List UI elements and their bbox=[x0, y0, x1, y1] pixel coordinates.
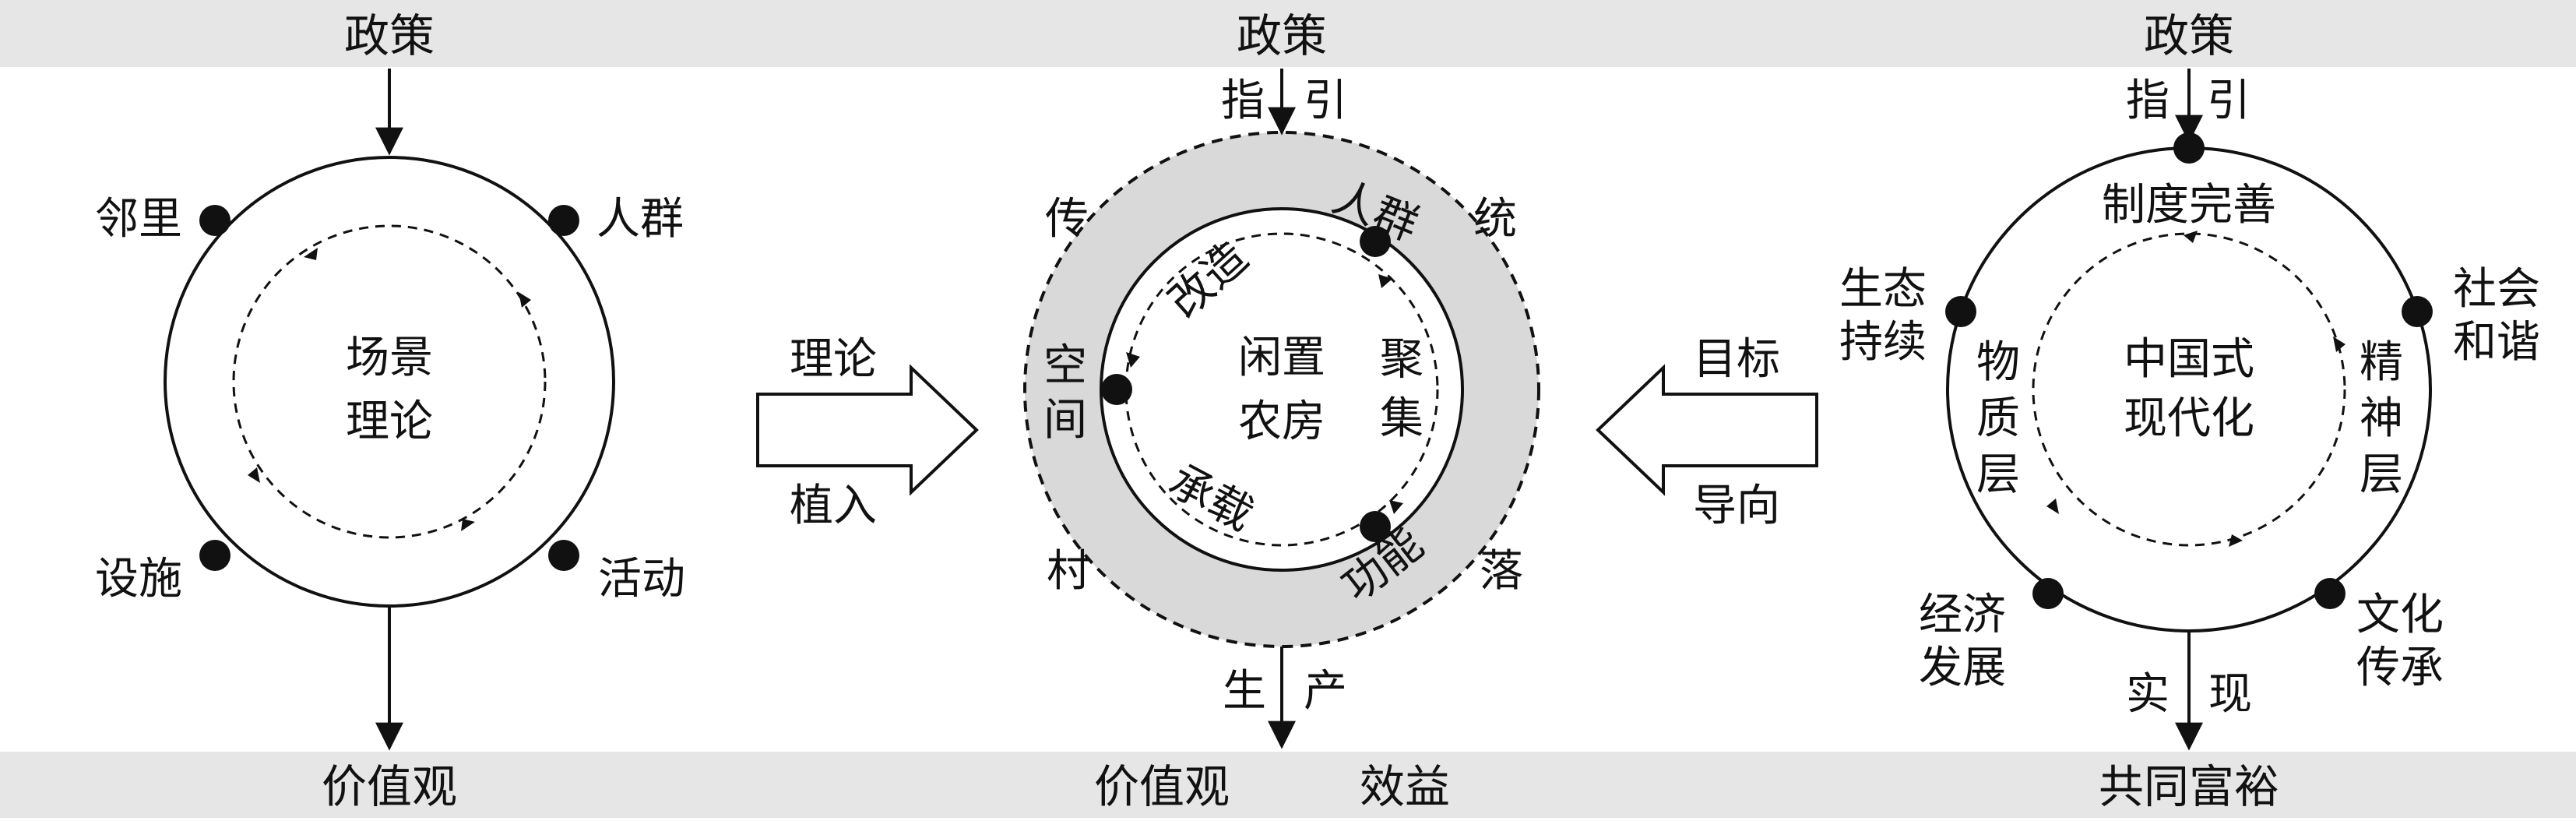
bottom-middle-label-1: 价值观 bbox=[1094, 760, 1230, 813]
middle-outer-tong: 统 bbox=[1473, 194, 1517, 245]
middle-outer-dashed-circle bbox=[1023, 131, 1540, 648]
middle-inner-arrowheads bbox=[1126, 274, 1403, 514]
left-arrowhead-left bbox=[248, 467, 260, 483]
middle-cycle bbox=[1023, 69, 1540, 749]
right-node-label-left-bottom-2: 发展 bbox=[1919, 643, 2006, 693]
right-node-right-top bbox=[2402, 296, 2433, 327]
middle-arrowhead-upper-left bbox=[1126, 352, 1140, 368]
right-node-top bbox=[2173, 132, 2205, 164]
left-node-label-linli: 邻里 bbox=[95, 194, 182, 245]
bottom-left-label: 价值观 bbox=[322, 760, 457, 813]
bottom-middle-label-2: 效益 bbox=[1360, 760, 1450, 813]
left-block-arrow bbox=[756, 364, 979, 496]
middle-inner-dashed-circle bbox=[1124, 232, 1439, 547]
right-inner-dashed-circle bbox=[2032, 232, 2346, 547]
right-arrowhead-left bbox=[2046, 499, 2059, 514]
middle-inner-juji-2: 集 bbox=[1380, 393, 1423, 444]
left-arrow-bottom-label: 植入 bbox=[790, 481, 877, 531]
middle-nodes bbox=[1101, 226, 1391, 542]
top-right-label: 政策 bbox=[2144, 9, 2234, 62]
top-band bbox=[0, 0, 2576, 67]
left-node-top-left bbox=[199, 205, 231, 236]
middle-outer-luo: 落 bbox=[1480, 546, 1523, 597]
left-node-top-right bbox=[548, 205, 579, 236]
right-arrowhead-bottom bbox=[2229, 534, 2243, 547]
right-node-label-right-bottom-1: 文化 bbox=[2356, 590, 2444, 640]
right-center-line1: 中国式 bbox=[2124, 334, 2254, 385]
middle-node-function bbox=[1360, 511, 1391, 542]
left-node-bottom-right bbox=[548, 540, 579, 571]
middle-guide-right: 引 bbox=[1304, 76, 1347, 126]
right-layer-material-3: 层 bbox=[1976, 449, 2020, 500]
right-layer-spirit-3: 层 bbox=[2360, 449, 2403, 500]
left-node-label-sheshi: 设施 bbox=[95, 554, 182, 604]
left-node-bottom-left bbox=[199, 540, 231, 571]
top-left-label: 政策 bbox=[344, 9, 435, 62]
right-block-arrow bbox=[1596, 364, 1818, 496]
left-inner-arrowheads bbox=[248, 248, 531, 531]
middle-outer-cun: 村 bbox=[1047, 546, 1090, 597]
left-arrow-top-label: 理论 bbox=[790, 334, 877, 385]
left-inner-dashed-circle bbox=[232, 224, 547, 539]
bottom-band bbox=[0, 752, 2576, 818]
left-node-label-huodong: 活动 bbox=[598, 554, 685, 604]
right-inner-arrowheads bbox=[2046, 231, 2345, 547]
right-guide-left: 指 bbox=[2126, 76, 2170, 126]
right-arrowhead-top bbox=[2184, 231, 2198, 243]
middle-arrowhead-lower-right bbox=[1389, 500, 1403, 514]
right-layer-material-1: 物 bbox=[1976, 337, 2020, 388]
right-node-right-bottom bbox=[2314, 578, 2345, 609]
left-center-line2: 理论 bbox=[346, 396, 433, 447]
middle-node-people bbox=[1360, 226, 1391, 257]
bottom-right-label: 共同富裕 bbox=[2099, 760, 2279, 813]
middle-node-space bbox=[1101, 374, 1132, 405]
right-realize-right: 现 bbox=[2208, 669, 2252, 720]
middle-center-line2: 农房 bbox=[1238, 396, 1325, 447]
right-arrowhead-right bbox=[2333, 337, 2345, 352]
middle-produce-left: 生 bbox=[1223, 666, 1266, 717]
right-node-label-top: 制度完善 bbox=[2102, 180, 2276, 231]
right-guide-right: 引 bbox=[2207, 76, 2250, 126]
right-nodes bbox=[1945, 132, 2433, 609]
middle-center-line1: 闲置 bbox=[1238, 333, 1325, 383]
right-node-left-top bbox=[1945, 296, 1976, 327]
right-realize-left: 实 bbox=[2126, 669, 2170, 720]
right-node-label-right-top-2: 和谐 bbox=[2453, 317, 2540, 368]
middle-inner-kongjian-1: 空 bbox=[1043, 340, 1087, 391]
right-layer-spirit-2: 神 bbox=[2360, 393, 2403, 444]
middle-inner-juji-1: 聚 bbox=[1380, 334, 1423, 385]
right-node-label-left-top-2: 持续 bbox=[1839, 317, 1927, 368]
right-node-label-left-bottom-1: 经济 bbox=[1919, 590, 2006, 640]
right-node-label-left-top-1: 生态 bbox=[1839, 264, 1927, 315]
right-layer-spirit-1: 精 bbox=[2360, 337, 2403, 388]
right-center-line2: 现代化 bbox=[2124, 393, 2254, 444]
left-cycle bbox=[164, 69, 615, 751]
middle-arrowhead-upper-right bbox=[1378, 274, 1392, 288]
left-node-label-renqun: 人群 bbox=[596, 194, 684, 245]
middle-outer-chuan: 传 bbox=[1045, 194, 1089, 245]
left-center-line1: 场景 bbox=[346, 333, 433, 383]
right-node-left-bottom bbox=[2032, 578, 2064, 609]
right-layer-material-2: 质 bbox=[1976, 393, 2020, 444]
middle-white-disc bbox=[1100, 207, 1464, 572]
right-arrow-top-label: 目标 bbox=[1693, 334, 1780, 385]
middle-inner-kongjian-2: 间 bbox=[1043, 395, 1087, 446]
left-arrowhead-bottom bbox=[461, 519, 475, 531]
right-node-label-right-top-1: 社会 bbox=[2453, 264, 2540, 315]
left-arrowhead-top bbox=[304, 248, 318, 260]
left-arrowhead-right bbox=[519, 292, 531, 308]
top-middle-label: 政策 bbox=[1237, 9, 1327, 62]
middle-guide-left: 指 bbox=[1221, 76, 1265, 126]
left-nodes bbox=[199, 205, 579, 571]
right-arrow-bottom-label: 导向 bbox=[1693, 481, 1780, 531]
right-node-label-right-bottom-2: 传承 bbox=[2356, 643, 2444, 693]
middle-produce-right: 产 bbox=[1304, 666, 1347, 717]
